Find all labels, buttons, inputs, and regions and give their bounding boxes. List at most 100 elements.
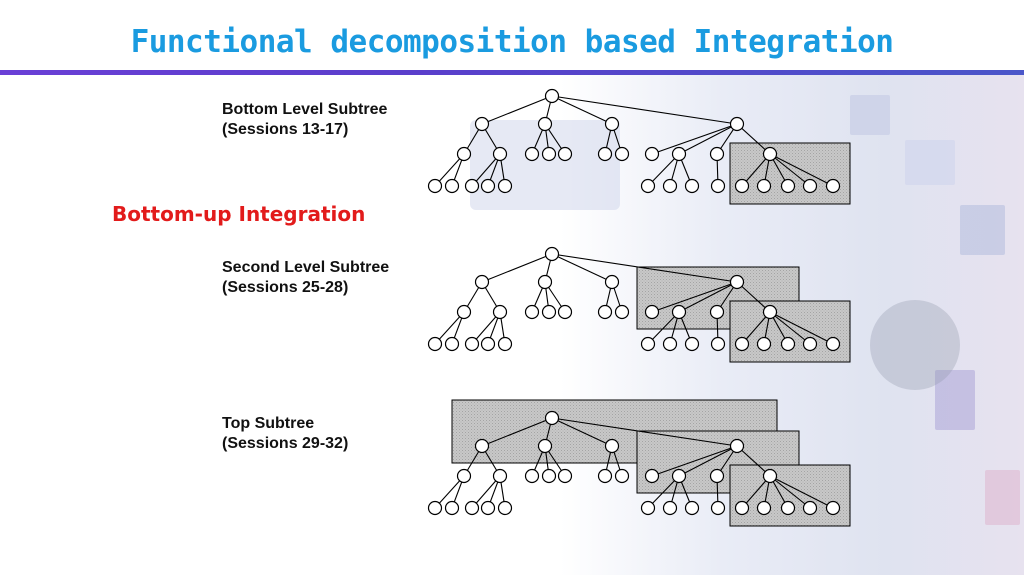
tree-3-node: [762, 468, 778, 484]
tree-2-edge: [769, 311, 811, 345]
panel-1-caption: Bottom Level Subtree (Sessions 13-17): [222, 100, 387, 140]
panel-3-caption: Top Subtree (Sessions 29-32): [222, 414, 348, 454]
tree-1-leaf-node: [480, 178, 496, 194]
tree-1-node: [729, 116, 745, 132]
tree-2-highlight-box: [729, 300, 851, 363]
tree-1-node: [671, 146, 687, 162]
tree-3-edge: [551, 417, 738, 447]
tree-2-edge: [551, 253, 738, 283]
panel-2-caption: Second Level Subtree (Sessions 25-28): [222, 258, 389, 298]
tree-2-node: [709, 304, 725, 320]
tree-2-edge: [678, 281, 738, 313]
tree-2-node: [474, 274, 490, 290]
tree-1-leaf-node: [444, 178, 460, 194]
tree-2-edge: [769, 311, 834, 345]
tree-2-node: [544, 246, 560, 262]
tree-3-leaf-node: [427, 500, 443, 516]
tree-3-node: [541, 468, 557, 484]
tree-1-leaf-node: [427, 178, 443, 194]
panel-3-caption-line-1: Top Subtree: [222, 415, 315, 432]
page-title: Functional decomposition based Integrati…: [130, 24, 894, 60]
tree-2-leaf-node: [662, 336, 678, 352]
title-underline: [0, 70, 1024, 75]
tree-3-leaf-node: [464, 500, 480, 516]
tree-1-leaf-node: [684, 178, 700, 194]
tree-3-node: [544, 410, 560, 426]
background-tile: [935, 370, 975, 430]
tree-1-leaf-node: [464, 178, 480, 194]
tree-3-edge: [551, 417, 613, 447]
background-tile: [985, 470, 1020, 525]
tree-3-node: [557, 468, 573, 484]
tree-3-edge: [736, 445, 771, 477]
tree-2-node: [492, 304, 508, 320]
tree-2-leaf-node: [734, 336, 750, 352]
tree-3-node: [456, 468, 472, 484]
tree-2-leaf-node: [684, 336, 700, 352]
tree-2-leaf-node: [480, 336, 496, 352]
tree-2-edge: [481, 253, 553, 283]
tree-3-leaf-node: [825, 500, 841, 516]
panel-2-caption-line-2: (Sessions 25-28): [222, 279, 349, 296]
tree-1-leaf-node: [497, 178, 513, 194]
section-label: Bottom-up Integration: [112, 202, 366, 226]
tree-1-leaf-node: [756, 178, 772, 194]
tree-2-node: [557, 304, 573, 320]
tree-1-node: [604, 116, 620, 132]
tree-1-leaf-node: [710, 178, 726, 194]
tree-3-leaf-node: [780, 500, 796, 516]
tree-2-node: [456, 304, 472, 320]
tree-3-node: [614, 468, 630, 484]
tree-1-edge: [769, 153, 834, 187]
tree-1-edge: [651, 123, 738, 155]
tree-3-leaf-node: [444, 500, 460, 516]
tree-2-leaf-node: [802, 336, 818, 352]
tree-2-leaf-node: [444, 336, 460, 352]
tree-2-node: [541, 304, 557, 320]
tree-1-leaf-node: [802, 178, 818, 194]
tree-2-leaf-node: [710, 336, 726, 352]
tree-1-edge: [434, 153, 465, 187]
tree-3-node: [492, 468, 508, 484]
tree-3-edge: [769, 475, 811, 509]
tree-1-node: [492, 146, 508, 162]
tree-3-leaf-node: [710, 500, 726, 516]
tree-2-node: [604, 274, 620, 290]
tree-3-edge: [434, 475, 465, 509]
tree-1-node: [644, 146, 660, 162]
tree-1-edge: [551, 95, 613, 125]
tree-1-node: [541, 146, 557, 162]
background-gear: [870, 300, 960, 390]
tree-2-edge: [551, 253, 613, 283]
tree-2-leaf-node: [427, 336, 443, 352]
tree-2-edge: [434, 311, 465, 345]
tree-2-leaf-node: [464, 336, 480, 352]
tree-1-node: [614, 146, 630, 162]
tree-2-node: [762, 304, 778, 320]
tree-1-node: [474, 116, 490, 132]
tree-3-node: [537, 438, 553, 454]
panel-1-caption-line-2: (Sessions 13-17): [222, 121, 349, 138]
tree-1-edge: [736, 123, 771, 155]
tree-1-node: [762, 146, 778, 162]
tree-2-leaf-node: [825, 336, 841, 352]
tree-1-node: [537, 116, 553, 132]
tree-3-node: [474, 438, 490, 454]
panel-1-caption-line-1: Bottom Level Subtree: [222, 101, 388, 118]
tree-1-edge: [551, 95, 738, 125]
tree-1-node: [557, 146, 573, 162]
tree-2-leaf-node: [756, 336, 772, 352]
tree-1-leaf-node: [640, 178, 656, 194]
tree-1-leaf-node: [825, 178, 841, 194]
tree-2-node: [537, 274, 553, 290]
tree-2-node: [644, 304, 660, 320]
tree-2-node: [729, 274, 745, 290]
tree-3-node: [597, 468, 613, 484]
tree-1-edge: [481, 95, 553, 125]
tree-1-node: [456, 146, 472, 162]
tree-2-leaf-node: [640, 336, 656, 352]
tree-3-leaf-node: [734, 500, 750, 516]
tree-3-leaf-node: [640, 500, 656, 516]
tree-3-node: [524, 468, 540, 484]
background-tile: [905, 140, 955, 185]
